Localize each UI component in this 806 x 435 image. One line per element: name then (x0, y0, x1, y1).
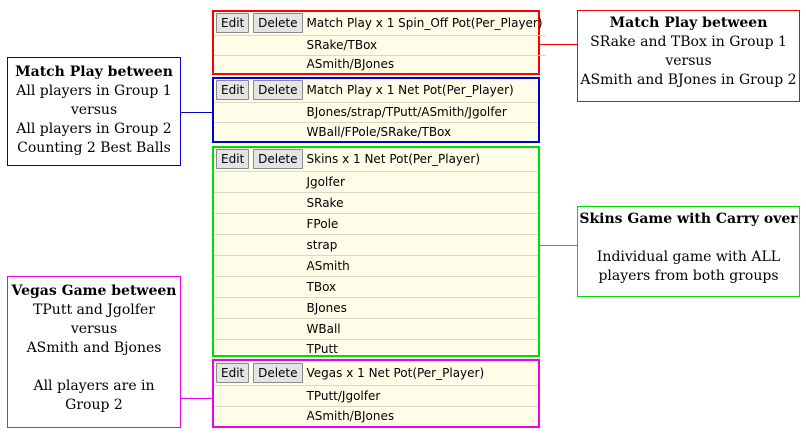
note-line: ASmith and BJones in Group 2 (580, 72, 797, 88)
note-line: All players are in (33, 378, 155, 394)
list-item: FPole (303, 212, 538, 234)
list-item: WBall/FPole/SRake/TBox (303, 121, 538, 141)
list-item: TPutt (303, 338, 538, 358)
list-item: BJones/strap/TPutt/ASmith/Jgolfer (303, 101, 538, 122)
delete-button[interactable]: Delete (253, 149, 303, 170)
note-title: Match Play between (609, 15, 768, 31)
list-item: strap (303, 233, 538, 255)
note-line: versus (665, 53, 712, 69)
note-line: versus (70, 102, 118, 118)
note-line: versus (70, 321, 118, 337)
game-match-play-net: Edit Delete Match Play x 1 Net Pot(Per_P… (212, 77, 540, 143)
list-item: ASmith/BJones (303, 405, 538, 426)
delete-button[interactable]: Delete (253, 362, 303, 383)
note-line: players from both groups (598, 268, 779, 284)
note-line: All players in Group 1 (16, 83, 172, 99)
note-line: SRake and TBox in Group 1 (590, 34, 787, 50)
list-item: Jgolfer (303, 170, 538, 192)
game-title: Match Play x 1 Net Pot(Per_Player) (306, 83, 514, 98)
delete-button[interactable]: Delete (253, 13, 303, 34)
note-vegas: Vegas Game between TPutt and Jgolfer ver… (7, 276, 181, 428)
edit-button[interactable]: Edit (216, 80, 250, 101)
game-title: Match Play x 1 Spin_Off Pot(Per_Player) (306, 16, 543, 31)
list-item: SRake (303, 191, 538, 213)
connector-magenta (180, 398, 214, 399)
list-item: ASmith (303, 254, 538, 276)
edit-button[interactable]: Edit (216, 362, 250, 383)
note-line: TPutt and Jgolfer (33, 302, 155, 318)
note-match-play-net: Match Play between All players in Group … (7, 57, 181, 166)
note-line: ASmith and Bjones (26, 340, 162, 356)
list-item: BJones (303, 296, 538, 318)
edit-button[interactable]: Edit (216, 13, 250, 34)
delete-button[interactable]: Delete (253, 80, 303, 101)
edit-button[interactable]: Edit (216, 149, 250, 170)
connector-green (540, 245, 578, 246)
note-line: All players in Group 2 (16, 121, 172, 137)
game-title: Vegas x 1 Net Pot(Per_Player) (306, 365, 485, 380)
note-match-play-spin-off: Match Play between SRake and TBox in Gro… (577, 10, 800, 102)
game-skins-net: Edit Delete Skins x 1 Net Pot(Per_Player… (212, 146, 540, 358)
note-skins: Skins Game with Carry over Individual ga… (577, 206, 800, 297)
note-line: Individual game with ALL (596, 249, 781, 265)
game-vegas-net: Edit Delete Vegas x 1 Net Pot(Per_Player… (212, 359, 540, 428)
connector-blue (180, 112, 214, 113)
note-title: Match Play between (15, 64, 173, 80)
note-line (578, 229, 799, 248)
list-item: SRake/TBox (303, 34, 546, 55)
list-item: ASmith/BJones (303, 54, 546, 73)
connector-red (540, 44, 578, 45)
game-title: Skins x 1 Net Pot(Per_Player) (306, 152, 481, 167)
note-line (8, 358, 180, 377)
note-title: Skins Game with Carry over (579, 211, 798, 227)
note-line: Counting 2 Best Balls (17, 140, 171, 156)
list-item: TPutt/Jgolfer (303, 384, 538, 406)
note-line: Group 2 (65, 397, 123, 413)
game-match-play-spin-off: Edit Delete Match Play x 1 Spin_Off Pot(… (212, 10, 546, 75)
list-item: TBox (303, 275, 538, 297)
note-title: Vegas Game between (11, 283, 177, 299)
list-item: WBall (303, 317, 538, 339)
